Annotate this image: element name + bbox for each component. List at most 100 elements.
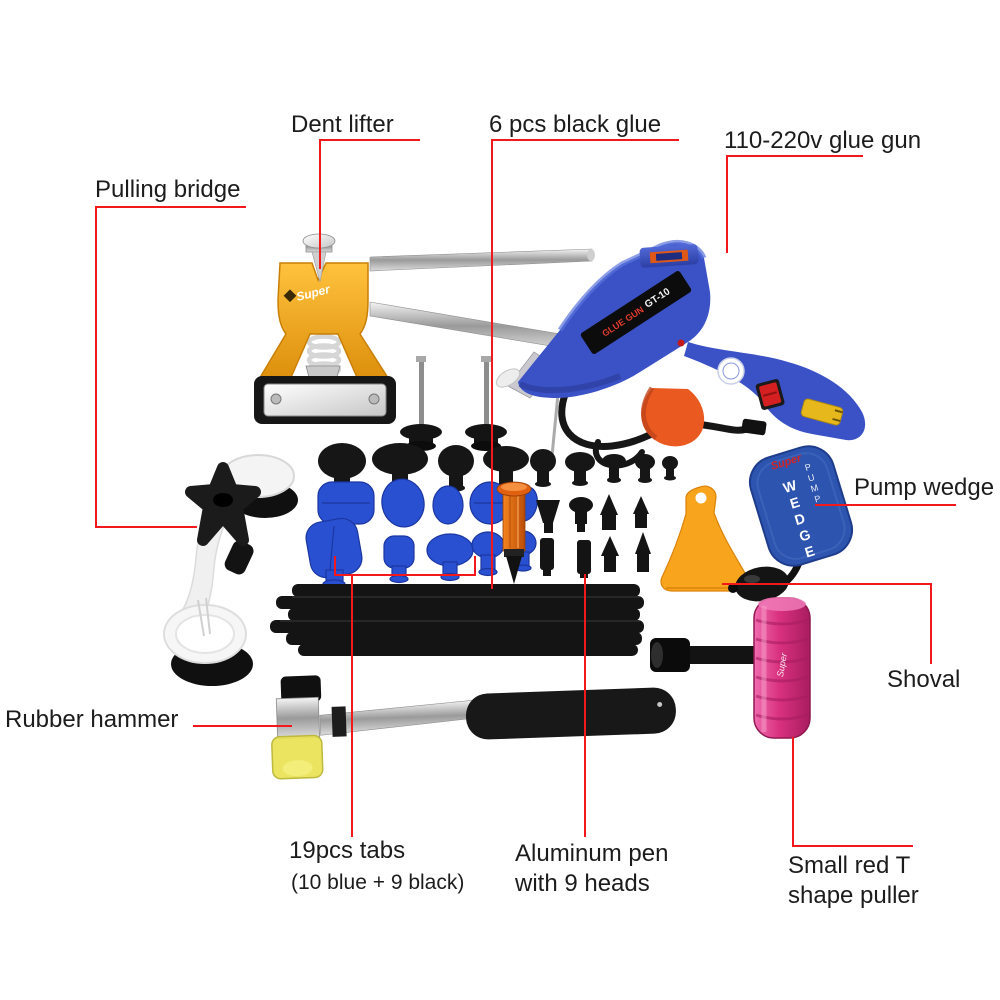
blue-glue-tab — [432, 485, 464, 525]
black-glue-tab — [635, 454, 655, 483]
pen-heads — [536, 494, 651, 578]
glue-stick — [276, 596, 644, 609]
leader-black-glue-underline — [491, 139, 679, 141]
leader-tabs-bracket-left — [334, 556, 336, 576]
wedge-bag — [748, 445, 854, 567]
glue-stick — [286, 632, 642, 645]
glue-stick — [270, 620, 644, 633]
label-black-glue: 6 pcs black glue — [489, 111, 662, 138]
black-glue-tab — [438, 445, 474, 492]
pen-tip — [506, 556, 522, 584]
round-sticker — [717, 357, 745, 385]
pump-wedge-tool — [728, 445, 854, 602]
rod-end — [587, 249, 595, 261]
handle-cap — [758, 597, 806, 611]
glue-stick — [288, 608, 640, 621]
black-glue-tab — [530, 449, 556, 487]
leader-pulling-bridge-vertical — [95, 206, 97, 528]
leader-black-glue-vertical — [491, 139, 493, 589]
aluminum-pen-tool — [496, 481, 532, 584]
blue-glue-tab — [471, 531, 505, 577]
bag-seam — [756, 452, 846, 560]
leader-glue-gun-vertical — [726, 155, 728, 253]
pen-head — [577, 540, 591, 578]
blue-glue-tab — [317, 481, 375, 525]
leader-glue-gun-underline — [726, 155, 863, 157]
dent-lifter-hole — [283, 289, 297, 303]
leader-rubber-hammer — [193, 725, 292, 727]
glue-stick — [298, 644, 638, 656]
pen-head — [635, 532, 651, 572]
gun-cord — [558, 388, 751, 450]
plug — [800, 398, 844, 426]
glue-gun-tool — [495, 240, 866, 469]
pen-head — [600, 494, 618, 530]
blue-glue-tabs — [305, 478, 538, 589]
label-tabs-sub: (10 blue + 9 black) — [291, 871, 465, 894]
hammer-cap — [280, 675, 322, 703]
handle-ribs — [755, 618, 809, 721]
leader-dent-lifter-vertical — [319, 139, 321, 269]
trigger-shade — [641, 386, 658, 440]
label-dent-lifter: Dent lifter — [291, 111, 394, 138]
pen-head — [569, 497, 593, 532]
knob-hole — [213, 493, 233, 507]
bulb-valve — [728, 583, 738, 593]
label-glue-gun: 110-220v glue gun — [724, 127, 922, 154]
bridge-clamp — [224, 540, 254, 575]
black-glue-tab — [602, 454, 626, 483]
indicator-dot — [677, 339, 685, 347]
hammer-head — [275, 696, 321, 740]
sticker-ring — [722, 362, 740, 380]
leader-pulling-bridge-horizontal — [95, 526, 197, 528]
leader-pulling-bridge-underline — [95, 206, 246, 208]
label-aluminum-pen-line1: Aluminum pen — [515, 840, 669, 867]
blue-glue-tab — [305, 517, 363, 589]
leader-tabs-vertical — [351, 574, 353, 837]
black-glue-tab — [483, 446, 529, 490]
pen-head — [601, 536, 619, 572]
pen-head — [536, 500, 560, 533]
base-screw — [270, 393, 282, 405]
glue-stick-tip — [495, 368, 521, 388]
label-pulling-bridge: Pulling bridge — [95, 176, 241, 203]
dent-lifter-rod-2 — [369, 301, 579, 351]
black-glue-tab — [662, 456, 678, 481]
t-puller-tool — [650, 597, 811, 739]
rod-head-face — [651, 642, 663, 668]
black-glue-tab — [565, 452, 595, 486]
gun-shade — [518, 373, 622, 394]
power-switch — [755, 379, 785, 410]
gun-barrel — [518, 242, 711, 398]
label-t-puller-line1: Small red T — [788, 852, 911, 879]
pen-head — [633, 496, 649, 528]
base-plate — [263, 383, 387, 417]
label-tabs-title: 19pcs tabs — [289, 837, 406, 864]
dent-lifter-rod-1 — [369, 248, 593, 272]
label-aluminum-pen-line2: with 9 heads — [515, 870, 650, 897]
shaft-collar — [331, 706, 347, 737]
rubber-hammer-tool — [271, 675, 676, 780]
glue-stick — [292, 584, 640, 597]
fork-tines — [197, 597, 211, 637]
hammer-grip — [465, 687, 676, 740]
tip-face — [282, 760, 313, 777]
gun-trigger — [641, 388, 705, 447]
leader-pump-wedge — [815, 504, 956, 506]
cord-plug — [741, 418, 767, 436]
leader-pen-vertical — [584, 574, 586, 837]
base-screw — [368, 393, 380, 405]
label-pump-wedge: Pump wedge — [854, 474, 995, 501]
label-shoval: Shoval — [887, 666, 961, 693]
feeder-inner — [655, 252, 683, 261]
leader-t-puller-vertical — [792, 737, 794, 847]
grip-hole — [657, 701, 663, 707]
label-t-puller-line2: shape puller — [788, 882, 919, 909]
leader-shoval-vertical — [930, 583, 932, 664]
leader-tabs-bracket-bottom — [334, 574, 476, 576]
glue-sticks — [270, 584, 644, 656]
pen-head — [540, 538, 554, 576]
blue-glue-tab — [381, 478, 425, 528]
